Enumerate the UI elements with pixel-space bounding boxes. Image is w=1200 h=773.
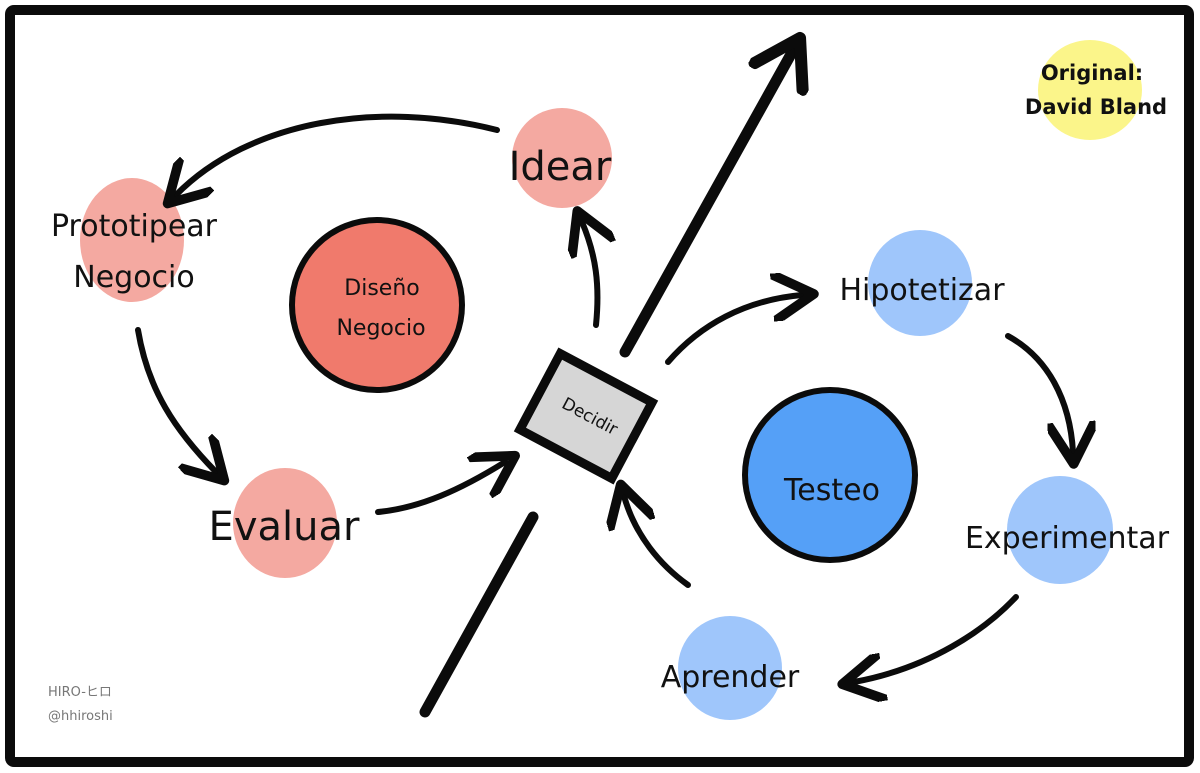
evaluate-blob	[233, 468, 337, 578]
arrow-learn-to-decide	[624, 496, 691, 588]
arrow-experiment-to-learn	[854, 594, 1019, 682]
ideate-label: Idear	[509, 144, 612, 190]
design-center-circle	[289, 217, 465, 393]
testing-center-label: Testeo	[783, 473, 880, 508]
hypothesize-label: Hipotetizar	[839, 273, 1005, 308]
signature-name: HIRO-ヒロ	[48, 685, 112, 700]
signature-handle: @hhiroshi	[48, 709, 113, 724]
arrow-decide-to-hypothesize	[665, 295, 802, 365]
credit-line2: David Bland	[1025, 95, 1167, 119]
arrow-decide-to-ideate	[582, 222, 597, 328]
arrow-hypothesize-to-experiment	[1005, 333, 1073, 452]
prototype-label-line1: Prototipear	[51, 209, 218, 244]
arrow-prototype-to-evaluate	[135, 327, 216, 472]
axis-line-lower	[419, 511, 539, 718]
experiment-label: Experimentar	[965, 521, 1170, 556]
learn-blob	[678, 616, 782, 720]
design-center-label-line1: Diseño	[344, 276, 419, 301]
label-blobs	[80, 40, 1142, 720]
experiment-blob	[1007, 476, 1113, 584]
testing-center-circle	[742, 387, 918, 563]
credit-line1: Original:	[1041, 61, 1143, 85]
design-loop-arrows	[135, 113, 597, 515]
learn-label: Aprender	[661, 660, 800, 695]
prototype-blob	[80, 178, 184, 302]
ideate-blob	[512, 108, 612, 208]
hypothesize-blob	[868, 230, 972, 336]
test-loop-arrows	[624, 295, 1073, 682]
decide-box	[513, 347, 659, 485]
arrow-evaluate-to-decide	[375, 462, 505, 515]
prototype-label-line2: Negocio	[73, 260, 194, 295]
credit-blob	[1038, 40, 1142, 140]
axis-arrow-upper	[619, 38, 800, 358]
design-center-label-line2: Negocio	[336, 316, 425, 341]
evaluate-label: Evaluar	[209, 504, 360, 550]
arrow-ideate-to-prototype	[176, 113, 500, 195]
